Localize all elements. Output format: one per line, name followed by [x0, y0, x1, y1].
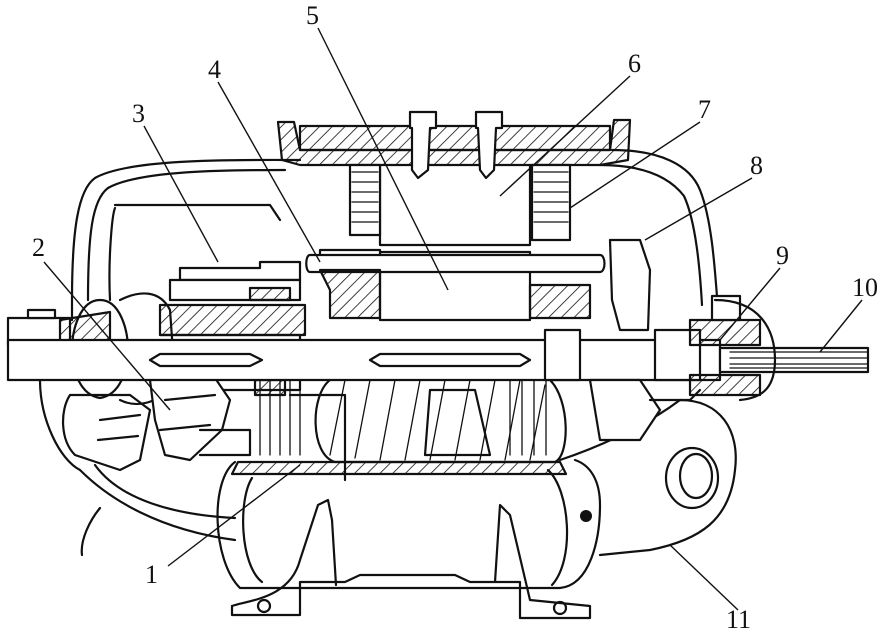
leader-3 [143, 125, 219, 263]
callout-7: 7 [698, 95, 711, 124]
callout-6: 6 [628, 49, 641, 78]
callout-4: 4 [208, 55, 221, 84]
leader-7 [569, 121, 701, 209]
leader-lines [43, 27, 863, 611]
leader-8 [644, 177, 753, 241]
leader-11 [669, 544, 739, 611]
leader-2 [43, 261, 171, 411]
callout-11: 11 [726, 605, 751, 634]
callout-9: 9 [776, 241, 789, 270]
callout-3: 3 [132, 99, 145, 128]
leader-5 [317, 27, 449, 291]
housing [38, 110, 737, 620]
callout-10: 10 [852, 273, 878, 302]
callout-1: 1 [145, 560, 158, 589]
callout-labels: 1 2 3 4 5 6 7 8 9 10 11 [32, 1, 878, 634]
callout-2: 2 [32, 233, 45, 262]
rotor [259, 163, 606, 464]
leader-1 [167, 464, 301, 567]
leader-6 [499, 75, 631, 197]
leader-4 [217, 81, 321, 263]
fan-end [588, 238, 777, 442]
callout-8: 8 [750, 151, 763, 180]
leader-9 [719, 267, 781, 341]
shaft [6, 328, 870, 382]
callout-5: 5 [306, 1, 319, 30]
leader-10 [819, 299, 863, 353]
